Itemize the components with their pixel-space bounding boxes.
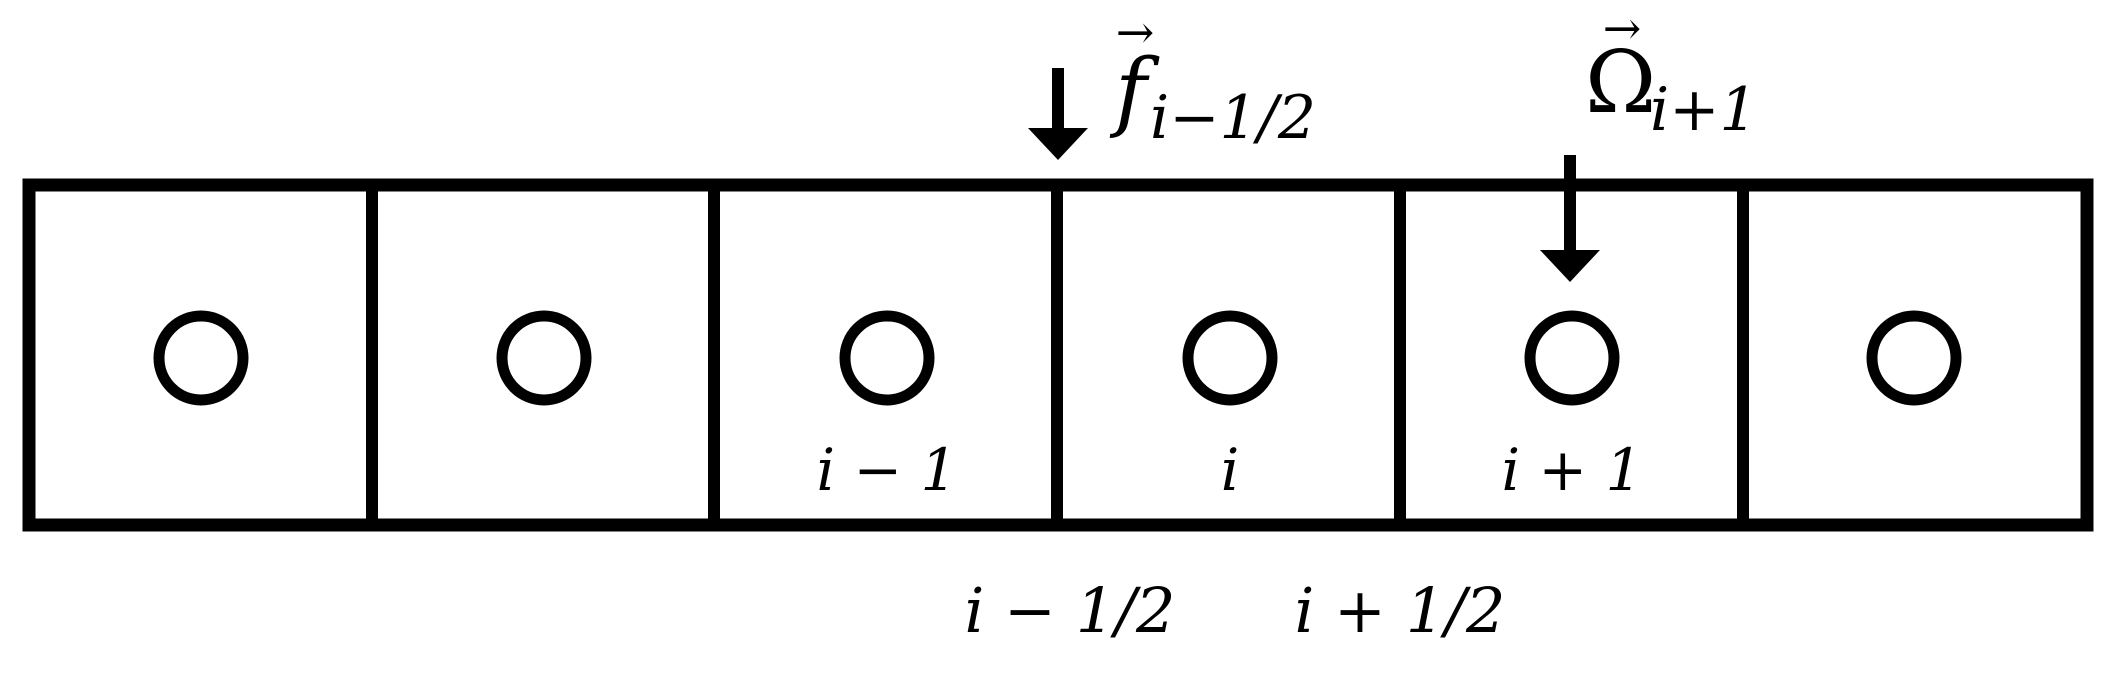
cell-center-marker [839, 310, 935, 406]
flux-vector-mark: → [1116, 5, 1155, 59]
cell-label-i: i [1221, 436, 1240, 504]
cell-center-marker [1866, 310, 1962, 406]
cell-center-marker [496, 310, 592, 406]
cell-center-marker [1182, 310, 1278, 406]
cell-label-i-minus-1: i − 1 [817, 436, 958, 504]
face-label-i-minus-half: i − 1/2 [965, 574, 1176, 647]
source-subscript: i+1 [1650, 75, 1758, 145]
flux-subscript: i−1/2 [1150, 83, 1316, 153]
cell-label-i-plus-1: i + 1 [1502, 436, 1643, 504]
cell-center-marker [1524, 310, 1620, 406]
face-label-i-plus-half: i + 1/2 [1295, 574, 1506, 647]
cell-centers [153, 310, 1962, 406]
source-arrow-icon [1540, 155, 1600, 282]
source-symbol: Ω [1585, 33, 1656, 133]
flux-label: → f i−1/2 [1109, 5, 1316, 153]
cell-dividers [366, 185, 1749, 525]
source-label: → Ω i+1 [1585, 1, 1758, 145]
flux-arrow-icon [1028, 68, 1088, 160]
cell-center-marker [153, 310, 249, 406]
source-vector-mark: → [1603, 1, 1642, 55]
